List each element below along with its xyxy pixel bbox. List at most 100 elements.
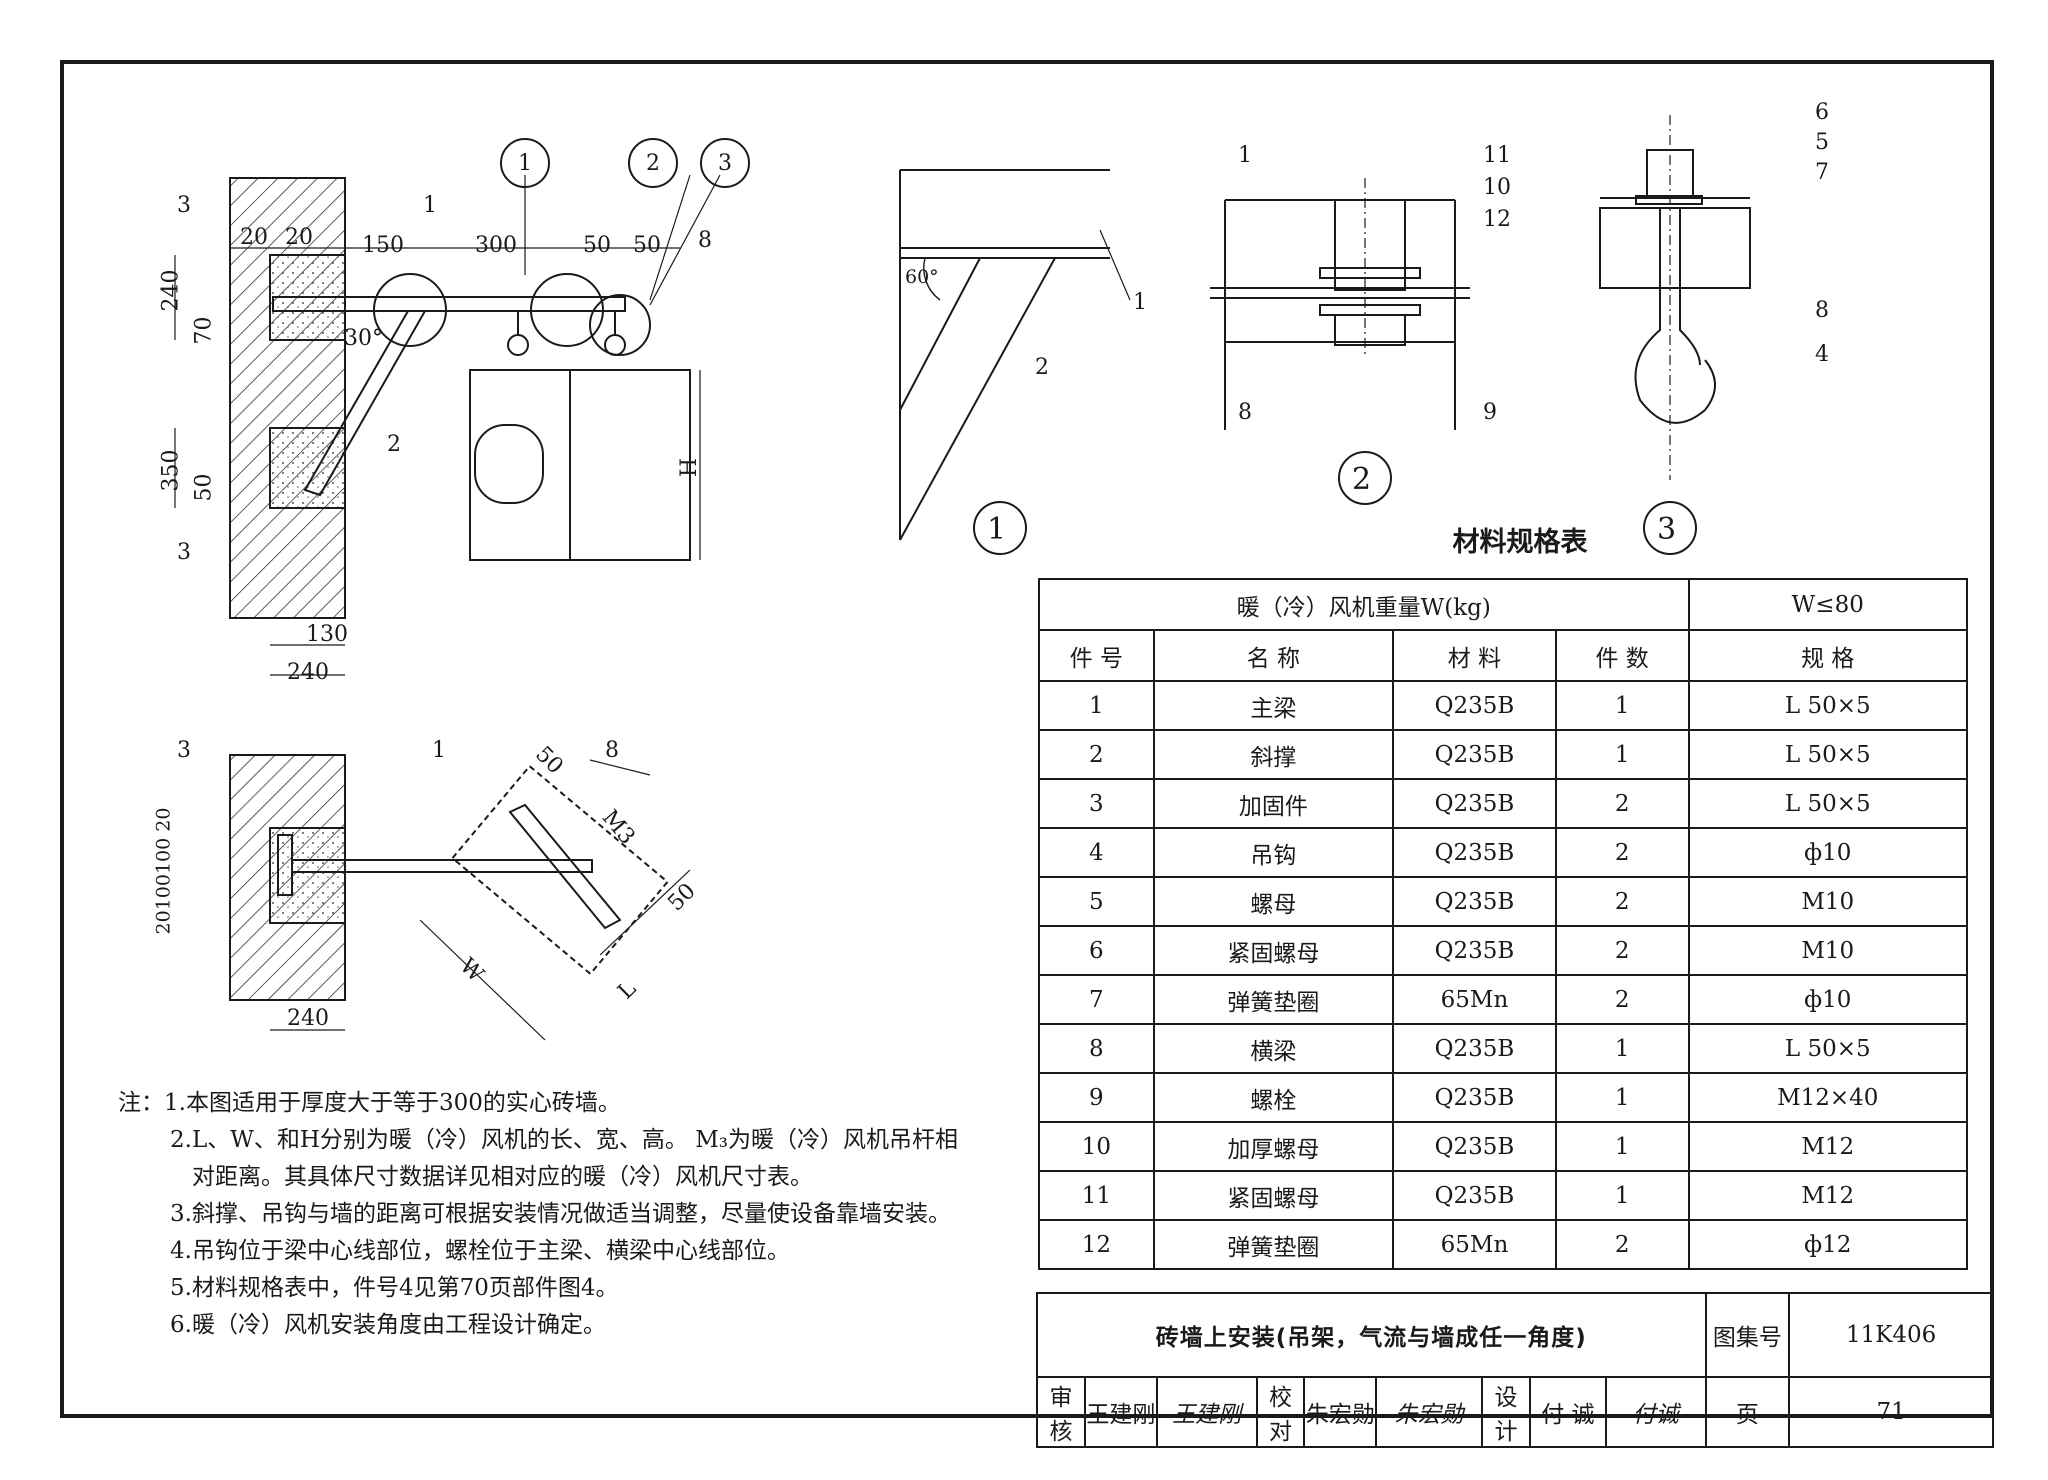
table-cell: 弹簧垫圈	[1152, 1219, 1395, 1270]
dim-50c: 50	[191, 473, 217, 502]
plan-label-3a: 3	[177, 193, 191, 218]
table-cell: 65Mn	[1392, 1219, 1557, 1270]
table-cell: 8	[1038, 1023, 1155, 1074]
title-block: 砖墙上安装(吊架，气流与墙成任一角度) 图集号 11K406 审核 王建刚 王建…	[1036, 1292, 1994, 1448]
table-cell: L 50×5	[1687, 1023, 1968, 1074]
table-cell: 1	[1554, 1121, 1690, 1172]
detail2-label-11: 11	[1483, 143, 1511, 168]
dim-130: 130	[306, 622, 348, 647]
weight-row: 暖（冷）风机重量W(kg) W≤80	[1038, 578, 1968, 631]
plan-view	[229, 754, 691, 1041]
bottom-dim-240: 240	[287, 1006, 329, 1031]
weight-label: 暖（冷）风机重量W(kg)	[1038, 578, 1690, 631]
drawing-title: 砖墙上安装(吊架，气流与墙成任一角度)	[1036, 1292, 1707, 1378]
notes-prefix: 注：	[118, 1090, 164, 1116]
table-cell: 9	[1038, 1072, 1155, 1123]
detail2-label-10: 10	[1483, 175, 1511, 200]
bottom-dim-stack: 20100100 20	[152, 807, 175, 935]
table-cell: 1	[1038, 680, 1155, 731]
table-cell: L 50×5	[1687, 729, 1968, 780]
table-cell: Q235B	[1392, 1170, 1557, 1221]
fan-unit	[469, 369, 691, 561]
bottom-dim-50b: 50	[663, 878, 701, 917]
table-cell: Q235B	[1392, 876, 1557, 927]
note-5: 5.材料规格表中，件号4见第70页部件图4。	[170, 1275, 619, 1301]
table-cell: 1	[1554, 729, 1690, 780]
callout-top-2: 2	[646, 151, 660, 176]
table-cell: 2	[1554, 778, 1690, 829]
bottom-label-3: 3	[177, 738, 191, 763]
table-cell: ф10	[1687, 827, 1968, 878]
dim-H: H	[677, 457, 703, 478]
review-label: 审核	[1036, 1376, 1086, 1448]
table-cell: 主梁	[1152, 680, 1395, 731]
table-cell: 吊钩	[1152, 827, 1395, 878]
table-cell: 1	[1554, 1170, 1690, 1221]
angle-30: 30°	[344, 326, 383, 351]
elevation-view	[174, 138, 750, 676]
table-cell: 横梁	[1152, 1023, 1395, 1074]
note-2b: 对距离。其具体尺寸数据详见相对应的暖（冷）风机尺寸表。	[192, 1164, 813, 1190]
callout-circle-3	[589, 294, 651, 356]
dim-50a: 50	[583, 233, 611, 258]
detail3-label-8: 8	[1815, 298, 1829, 323]
table-cell: Q235B	[1392, 925, 1557, 976]
table-cell: 加固件	[1152, 778, 1395, 829]
page-number: 71	[1788, 1376, 1994, 1448]
table-cell: M12	[1687, 1170, 1968, 1221]
col-header: 名 称	[1152, 629, 1395, 682]
bottom-dim-W: W	[454, 953, 489, 988]
circle-label-1: 1	[987, 512, 1006, 547]
bottom-dim-M3: M3	[596, 805, 640, 850]
table-cell: 7	[1038, 974, 1155, 1025]
dim-50b: 50	[633, 233, 661, 258]
dim-20a: 20	[240, 225, 268, 250]
table-cell: 加厚螺母	[1152, 1121, 1395, 1172]
elevation-labels: 1 2 3	[518, 151, 732, 176]
table-cell: Q235B	[1392, 1121, 1557, 1172]
dim-70: 70	[191, 316, 217, 345]
table-cell: 螺母	[1152, 876, 1395, 927]
table-cell: ф12	[1687, 1219, 1968, 1270]
material-table: 暖（冷）风机重量W(kg) W≤80 件 号 名 称 材 料 件 数 规 格 1…	[1038, 578, 1968, 1270]
table-cell: M10	[1687, 876, 1968, 927]
table-cell: 3	[1038, 778, 1155, 829]
checker-signature: 朱宏勋	[1375, 1376, 1484, 1448]
callout-circle-2	[530, 273, 604, 347]
table-cell: M12×40	[1687, 1072, 1968, 1123]
reviewer-name: 王建刚	[1083, 1376, 1158, 1448]
table-cell: ф10	[1687, 974, 1968, 1025]
cross-beam-plan	[508, 803, 622, 930]
dim-20b: 20	[285, 225, 313, 250]
detail1-label-1: 1	[1133, 290, 1147, 315]
detail2-label-9: 9	[1483, 400, 1497, 425]
brick-wall	[229, 177, 346, 619]
dim-240b: 240	[287, 660, 329, 685]
hook	[1634, 208, 1716, 424]
table-cell: 1	[1554, 680, 1690, 731]
detail3-label-6: 6	[1815, 100, 1829, 125]
note-line: 注：1.本图适用于厚度大于等于300的实心砖墙。	[118, 1085, 958, 1122]
note-6: 6.暖（冷）风机安装角度由工程设计确定。	[170, 1312, 606, 1338]
table-cell: 1	[1554, 1072, 1690, 1123]
table-cell: L 50×5	[1687, 680, 1968, 731]
plan-label-2: 2	[387, 432, 401, 457]
designer-signature: 付诚	[1604, 1376, 1707, 1448]
table-cell: 紧固螺母	[1152, 1170, 1395, 1221]
diagonal-strut	[303, 310, 427, 497]
notes: 注：1.本图适用于厚度大于等于300的实心砖墙。 2.L、W、和H分别为暖（冷）…	[118, 1085, 958, 1344]
table-cell: M12	[1687, 1121, 1968, 1172]
designer-name: 付 诚	[1528, 1376, 1607, 1448]
table-cell: 弹簧垫圈	[1152, 974, 1395, 1025]
callout-circle-1	[373, 273, 447, 347]
circle-labels: 1 2 3	[987, 462, 1676, 547]
detail-3	[1599, 115, 1751, 555]
dim-150: 150	[362, 233, 404, 258]
